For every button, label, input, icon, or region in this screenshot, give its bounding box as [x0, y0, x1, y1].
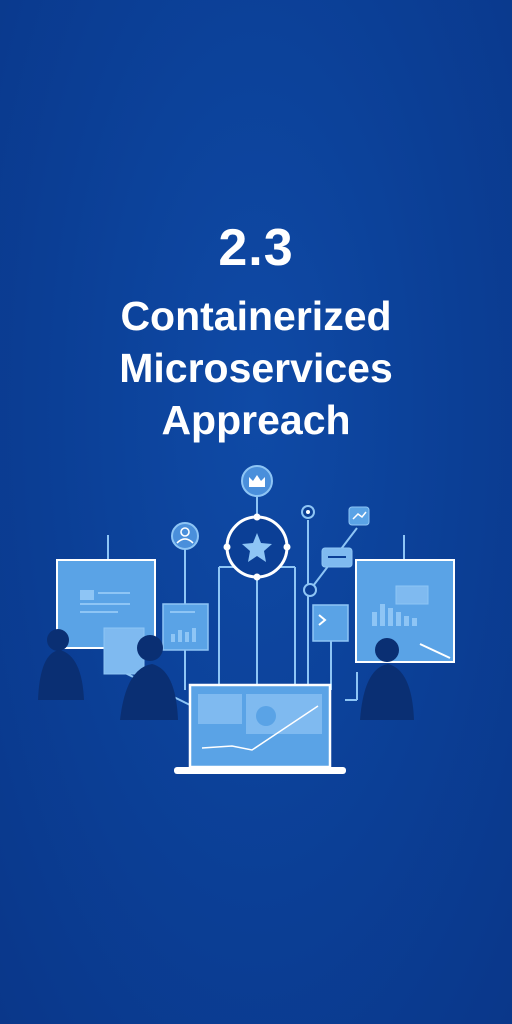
- section-number: 2.3: [218, 219, 294, 277]
- tablet: [103, 627, 145, 675]
- title-block: 2.3 Containerized Microservices Appreach: [0, 218, 512, 446]
- connector-node: [303, 583, 317, 597]
- user-icon: [171, 522, 199, 550]
- title-line-1: Containerized: [120, 293, 392, 339]
- microservices-illustration: [38, 465, 455, 774]
- lock-icon: [301, 505, 315, 519]
- star-icon: [223, 513, 291, 581]
- chart-icon: [348, 506, 370, 526]
- person-right: [360, 638, 414, 720]
- chart-card: [162, 603, 209, 651]
- right-monitor: [355, 559, 455, 663]
- laptop: [174, 683, 346, 774]
- crown-icon: [241, 465, 273, 497]
- title-line-2: Microservices: [119, 345, 393, 391]
- terminal-icon: [312, 604, 349, 642]
- person-left: [38, 629, 84, 700]
- person-middle: [120, 635, 178, 720]
- chat-icon: [321, 547, 353, 568]
- title-line-3: Appreach: [161, 397, 351, 443]
